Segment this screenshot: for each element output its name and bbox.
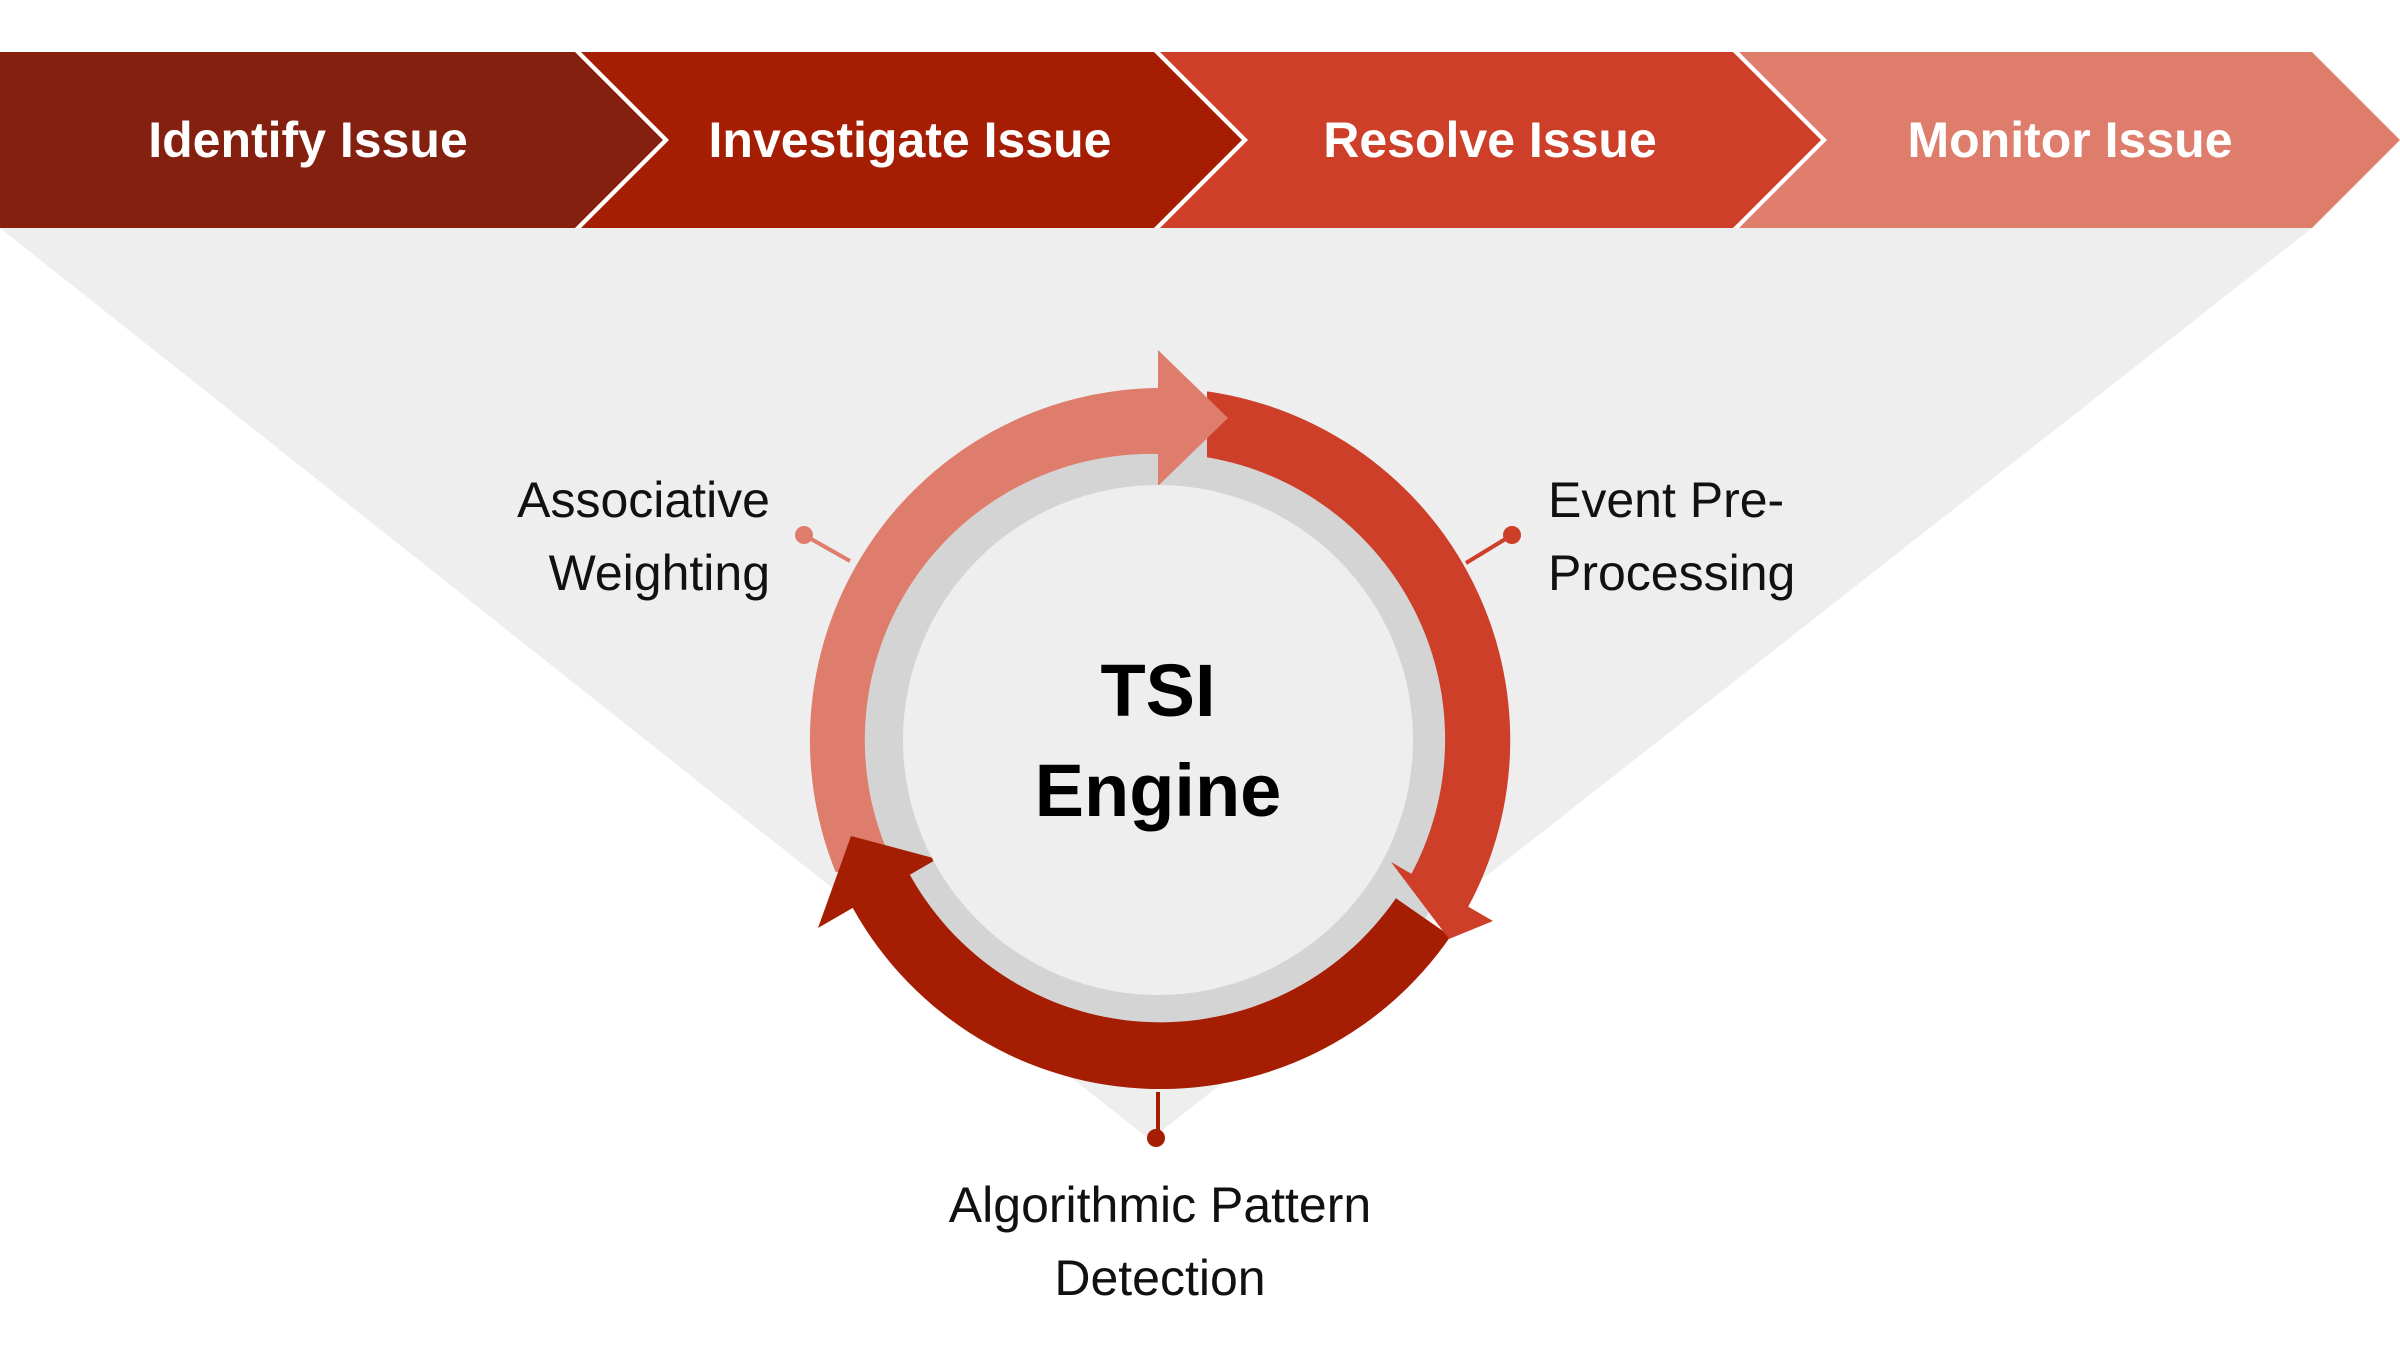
cycle-arrow-event <box>1207 391 1511 910</box>
step-resolve-label: Resolve Issue <box>1323 112 1657 168</box>
engine-title-line-1: TSI <box>1100 649 1215 732</box>
engine-center-disc <box>903 485 1413 995</box>
step-resolve-shape <box>1160 52 1821 228</box>
callout-dot-event <box>1503 526 1521 544</box>
callout-dot-associative <box>795 526 813 544</box>
phase-label-event-line-1: Event Pre- <box>1548 472 1784 528</box>
step-monitor-shape <box>1739 52 2400 228</box>
cycle-arrowhead-associative <box>1158 350 1228 486</box>
step-investigate-shape <box>581 52 1242 228</box>
phase-label-event-line-2: Processing <box>1548 545 1795 601</box>
phase-label-associative-line-2: Weighting <box>549 545 770 601</box>
phase-label-algorithmic-line-1: Algorithmic Pattern <box>949 1177 1371 1233</box>
phase-callouts: Associative Weighting Event Pre- Process… <box>517 472 1795 1306</box>
engine-cycle: TSI Engine <box>809 350 1511 1090</box>
engine-title-line-2: Engine <box>1035 749 1282 832</box>
phase-label-algorithmic-line-2: Detection <box>1054 1250 1265 1306</box>
step-investigate-label: Investigate Issue <box>709 112 1112 168</box>
cycle-arrow-associative <box>809 388 1158 872</box>
cycle-arrowhead-algorithmic <box>818 836 937 928</box>
step-monitor-label: Monitor Issue <box>1907 112 2232 168</box>
phase-label-associative-line-1: Associative <box>517 472 770 528</box>
step-identify-label: Identify Issue <box>148 112 468 168</box>
callout-dot-algorithmic <box>1147 1129 1165 1147</box>
cycle-arrow-algorithmic <box>848 868 1451 1090</box>
process-steps: Identify Issue Investigate Issue Resolve… <box>0 52 2400 228</box>
cycle-arrowhead-event <box>1391 862 1493 939</box>
step-identify-shape <box>0 52 663 228</box>
